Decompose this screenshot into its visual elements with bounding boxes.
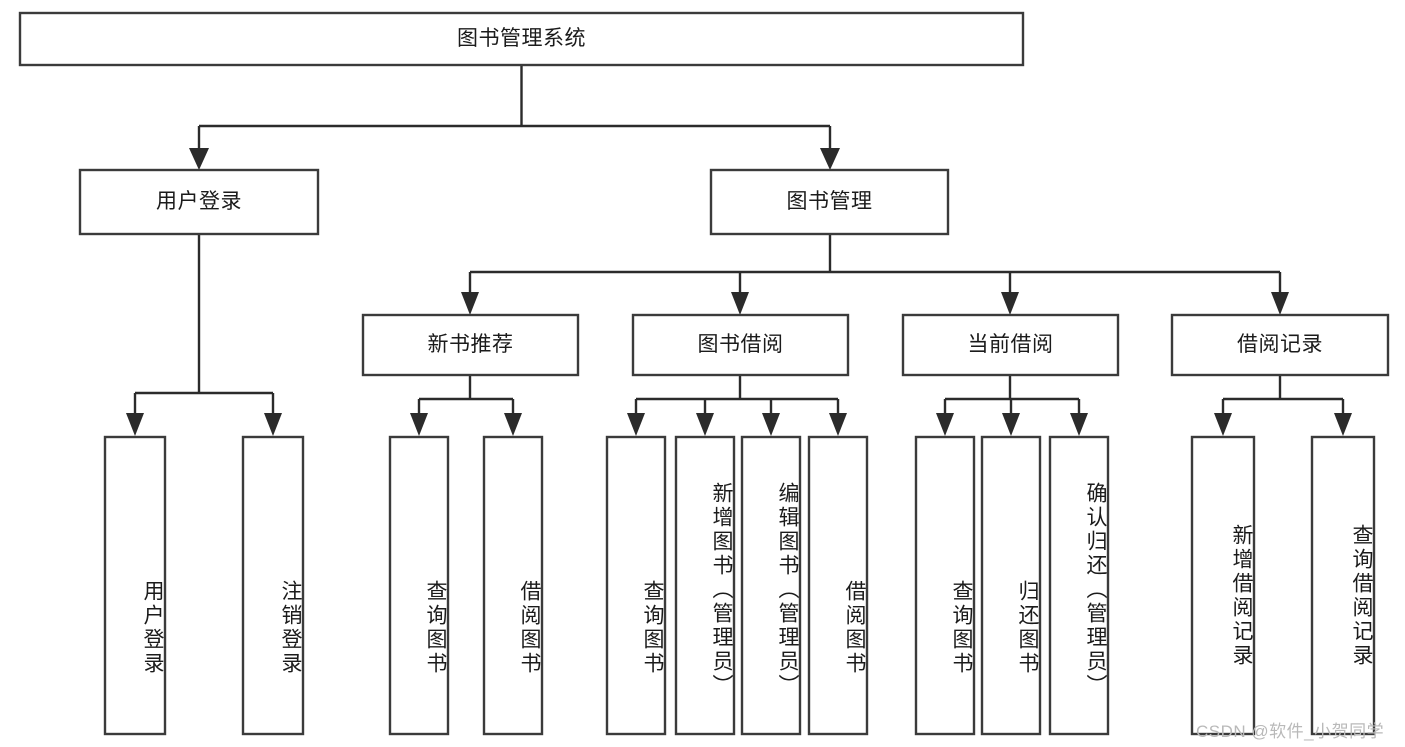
- node-box-new-book-rec[interactable]: [361, 313, 580, 377]
- node-box-leaf-query-record[interactable]: [1310, 435, 1376, 736]
- arrowhead-user-login: [189, 148, 209, 170]
- arrowhead-new-book-rec: [461, 292, 479, 315]
- node-box-current-borrow[interactable]: [901, 313, 1120, 377]
- csdn-watermark: CSDN @软件_小贺同学: [1196, 722, 1385, 741]
- node-box-leaf-query-book-2[interactable]: [605, 435, 667, 736]
- arrowhead-leaf-borrow-book-2: [829, 413, 847, 436]
- connectors-user-login-to-leaves: [126, 234, 282, 436]
- arrowhead-leaf-query-book-1: [410, 413, 428, 436]
- node-box-leaf-add-book[interactable]: [674, 435, 736, 736]
- arrowhead-leaf-borrow-book-1: [504, 413, 522, 436]
- node-box-leaf-borrow-book-1[interactable]: [482, 435, 544, 736]
- node-box-leaf-user-logout[interactable]: [241, 435, 305, 736]
- node-box-leaf-query-book-3[interactable]: [914, 435, 976, 736]
- node-box-leaf-user-login[interactable]: [103, 435, 167, 736]
- node-box-user-login[interactable]: [78, 168, 320, 236]
- node-box-book-borrow[interactable]: [631, 313, 850, 377]
- arrowhead-current-borrow: [1001, 292, 1019, 315]
- arrowhead-book-manage: [820, 148, 840, 170]
- node-box-root[interactable]: [18, 11, 1025, 67]
- arrowhead-book-borrow: [731, 292, 749, 315]
- node-box-leaf-confirm-return[interactable]: [1048, 435, 1110, 736]
- connectors-book-borrow-to-leaves: [627, 375, 847, 436]
- arrowhead-leaf-add-book: [696, 413, 714, 436]
- arrowhead-borrow-record: [1271, 292, 1289, 315]
- arrowhead-leaf-user-logout: [264, 413, 282, 436]
- arrowhead-leaf-query-book-3: [936, 413, 954, 436]
- node-box-leaf-edit-book[interactable]: [740, 435, 802, 736]
- arrowhead-leaf-add-record: [1214, 413, 1232, 436]
- node-box-leaf-return-book[interactable]: [980, 435, 1042, 736]
- node-box-borrow-record[interactable]: [1170, 313, 1390, 377]
- node-box-leaf-add-record[interactable]: [1190, 435, 1256, 736]
- node-box-book-manage[interactable]: [709, 168, 950, 236]
- connectors-current-borrow-to-leaves: [936, 375, 1088, 436]
- arrowhead-leaf-edit-book: [762, 413, 780, 436]
- node-box-leaf-query-book-1[interactable]: [388, 435, 450, 736]
- connectors-level-1-to-2: [189, 65, 840, 170]
- arrowhead-leaf-query-book-2: [627, 413, 645, 436]
- arrowhead-leaf-return-book: [1002, 413, 1020, 436]
- connectors-borrow-record-to-leaves: [1214, 375, 1352, 436]
- arrowhead-leaf-confirm-return: [1070, 413, 1088, 436]
- connectors-book-manage-to-level-3: [461, 234, 1289, 315]
- connectors-new-book-rec-to-leaves: [410, 375, 522, 436]
- arrowhead-leaf-query-record: [1334, 413, 1352, 436]
- arrowhead-leaf-user-login: [126, 413, 144, 436]
- node-box-leaf-borrow-book-2[interactable]: [807, 435, 869, 736]
